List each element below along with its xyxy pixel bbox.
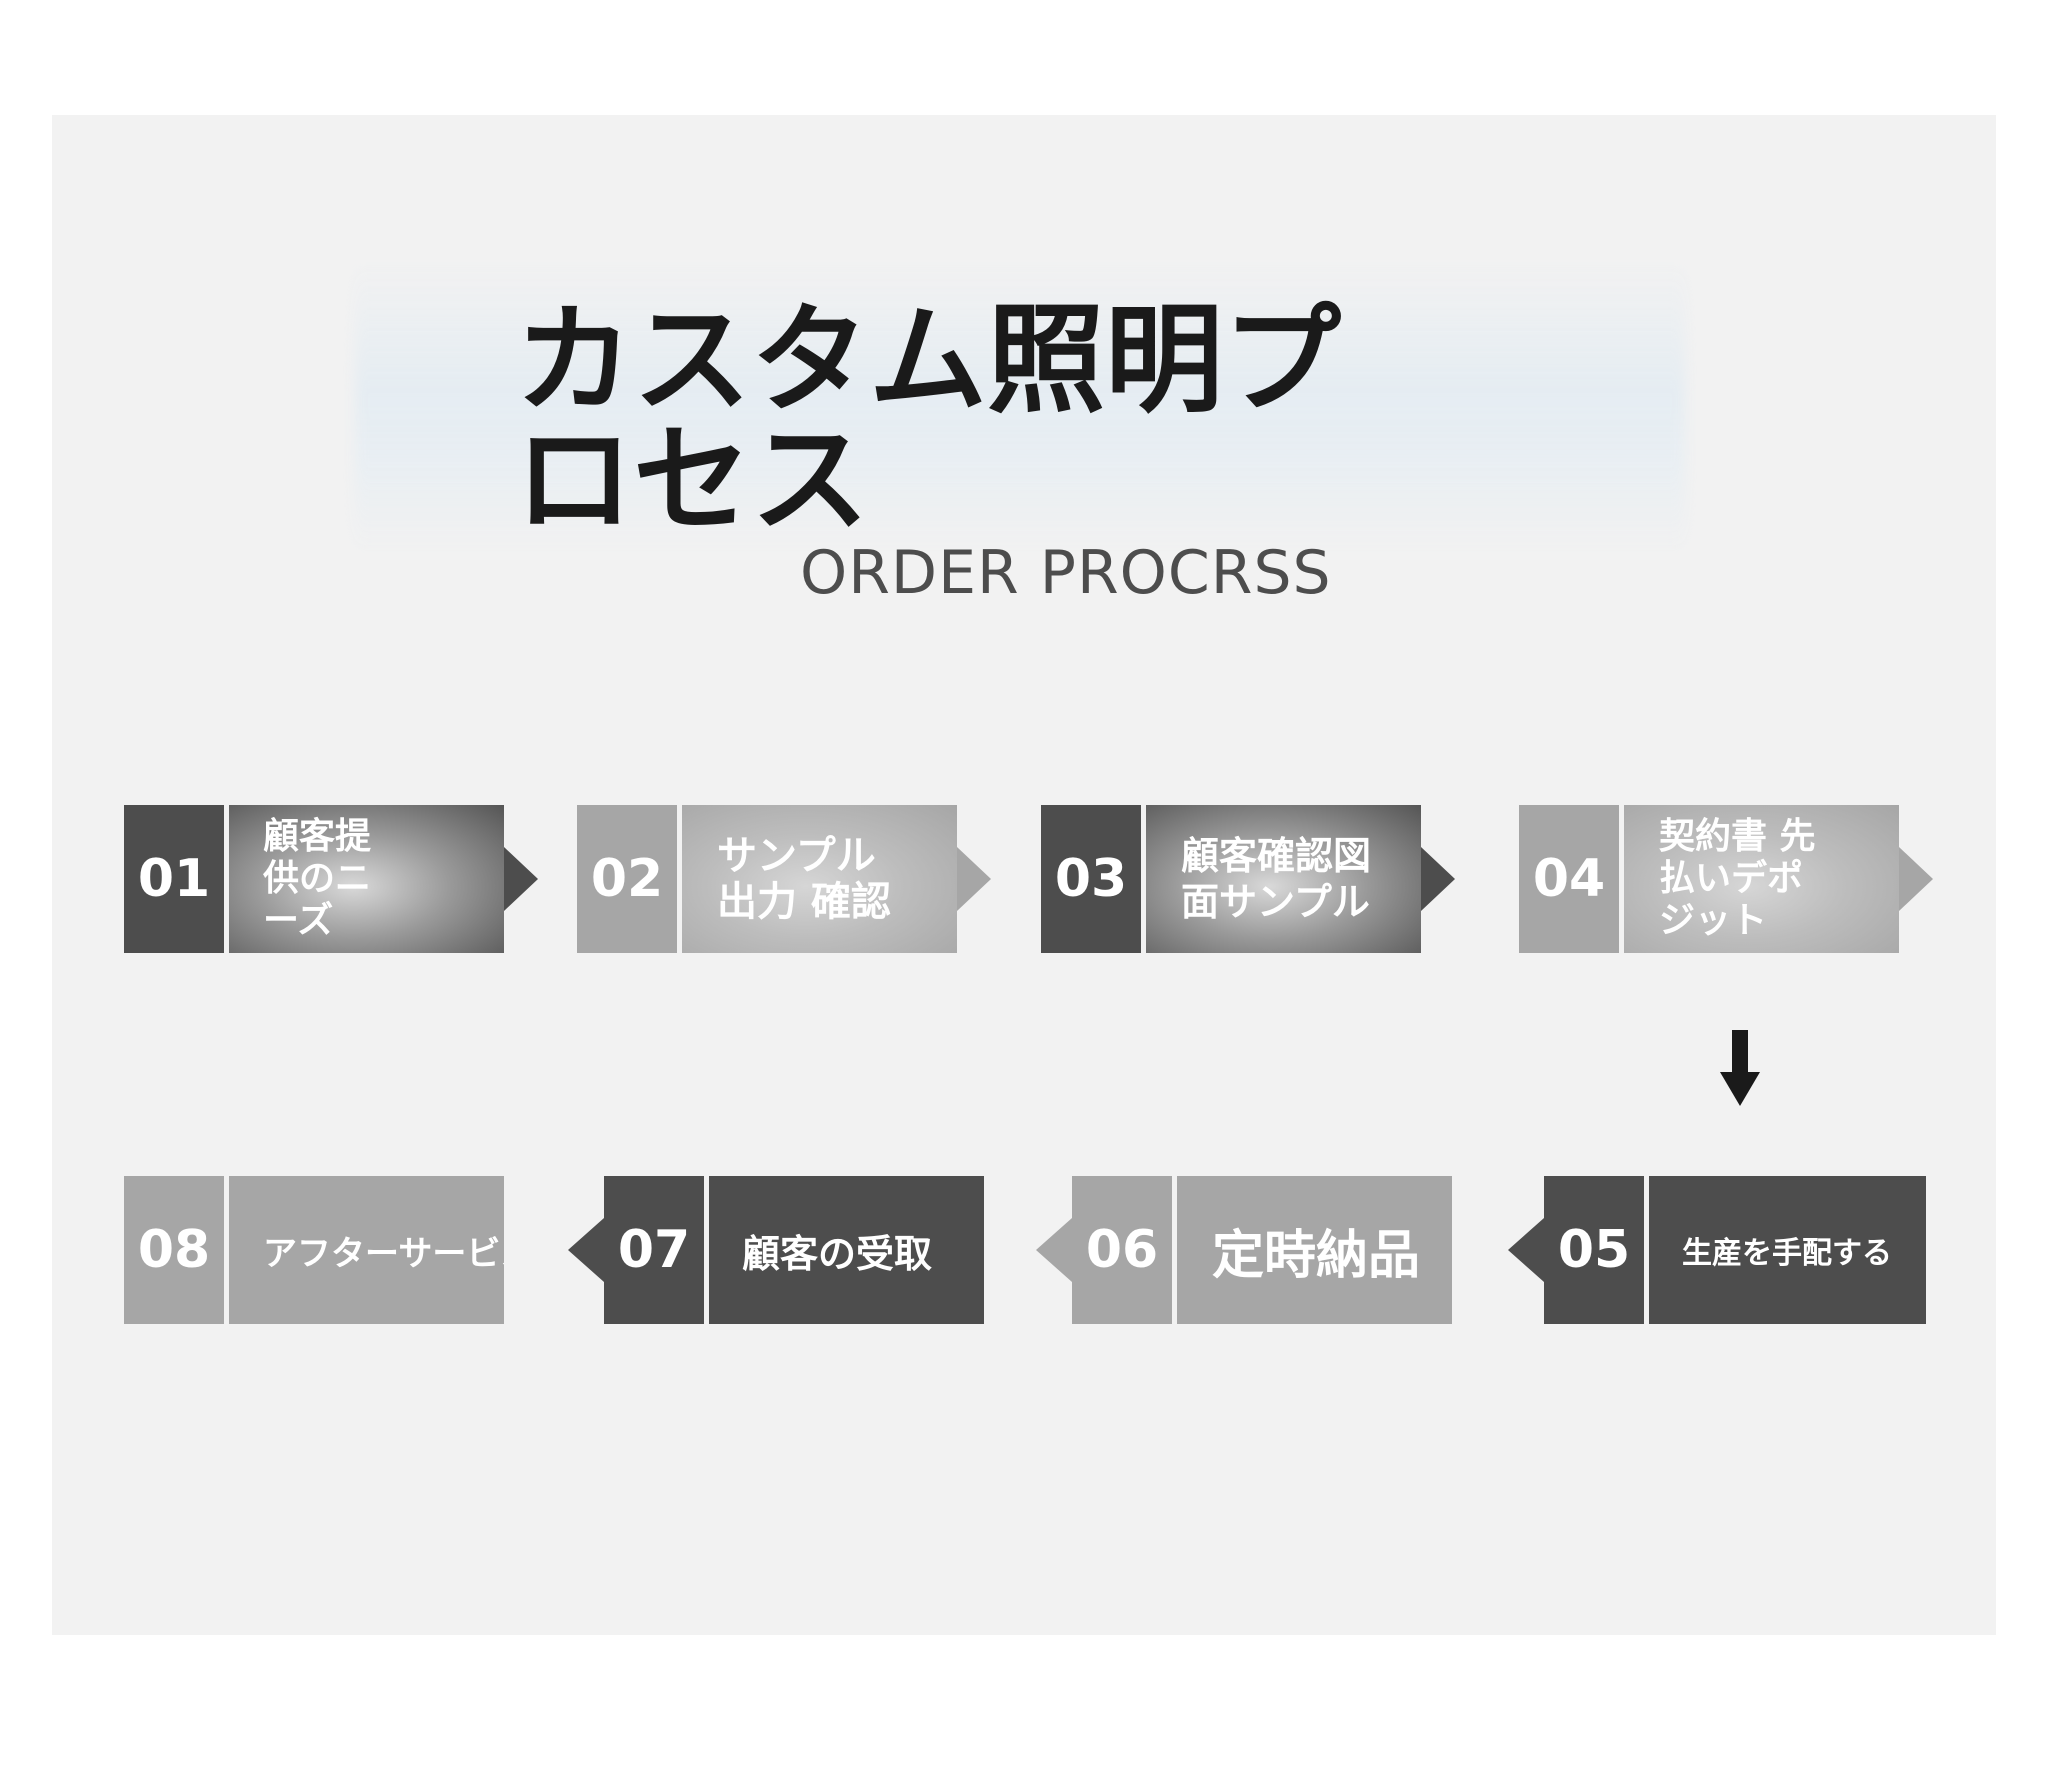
step-08: 08 アフターサービス xyxy=(124,1176,504,1324)
step-06: 06 定時納品 xyxy=(1036,1176,1452,1324)
step-label: 顧客確認図面サンプル xyxy=(1146,805,1421,953)
step-07: 07 顧客の受取 xyxy=(568,1176,984,1324)
step-number: 06 xyxy=(1072,1176,1172,1324)
step-number: 05 xyxy=(1544,1176,1644,1324)
step-label: 定時納品 xyxy=(1177,1176,1452,1324)
step-number: 01 xyxy=(124,805,224,953)
chevron-right-icon xyxy=(504,847,538,911)
step-label: 契約書 先払いデポジット xyxy=(1624,805,1899,953)
step-number: 02 xyxy=(577,805,677,953)
chevron-left-icon xyxy=(1508,1218,1544,1282)
step-number: 03 xyxy=(1041,805,1141,953)
step-number: 08 xyxy=(124,1176,224,1324)
page-title: カスタム照明プロセス xyxy=(515,291,1342,549)
arrow-down-icon xyxy=(1720,1030,1760,1106)
step-label: 顧客提供のニーズ xyxy=(229,805,504,953)
page-subtitle: ORDER PROCRSS xyxy=(800,538,1332,608)
step-03: 03 顧客確認図面サンプル xyxy=(1041,805,1459,953)
step-04: 04 契約書 先払いデポジット xyxy=(1519,805,1937,953)
chevron-right-icon xyxy=(957,847,991,911)
step-label: 生産を手配する xyxy=(1649,1176,1926,1324)
chevron-right-icon xyxy=(1899,847,1933,911)
step-number: 04 xyxy=(1519,805,1619,953)
chevron-left-icon xyxy=(568,1218,604,1282)
chevron-left-icon xyxy=(1036,1218,1072,1282)
chevron-right-icon xyxy=(1421,847,1455,911)
step-01: 01 顧客提供のニーズ xyxy=(124,805,542,953)
step-05: 05 生産を手配する xyxy=(1508,1176,1926,1324)
step-label: 顧客の受取 xyxy=(709,1176,984,1324)
step-number: 07 xyxy=(604,1176,704,1324)
step-label: アフターサービス xyxy=(229,1176,504,1324)
step-02: 02 サンプル出力 確認 xyxy=(577,805,995,953)
title-glow xyxy=(355,262,1685,552)
step-label: サンプル出力 確認 xyxy=(682,805,957,953)
